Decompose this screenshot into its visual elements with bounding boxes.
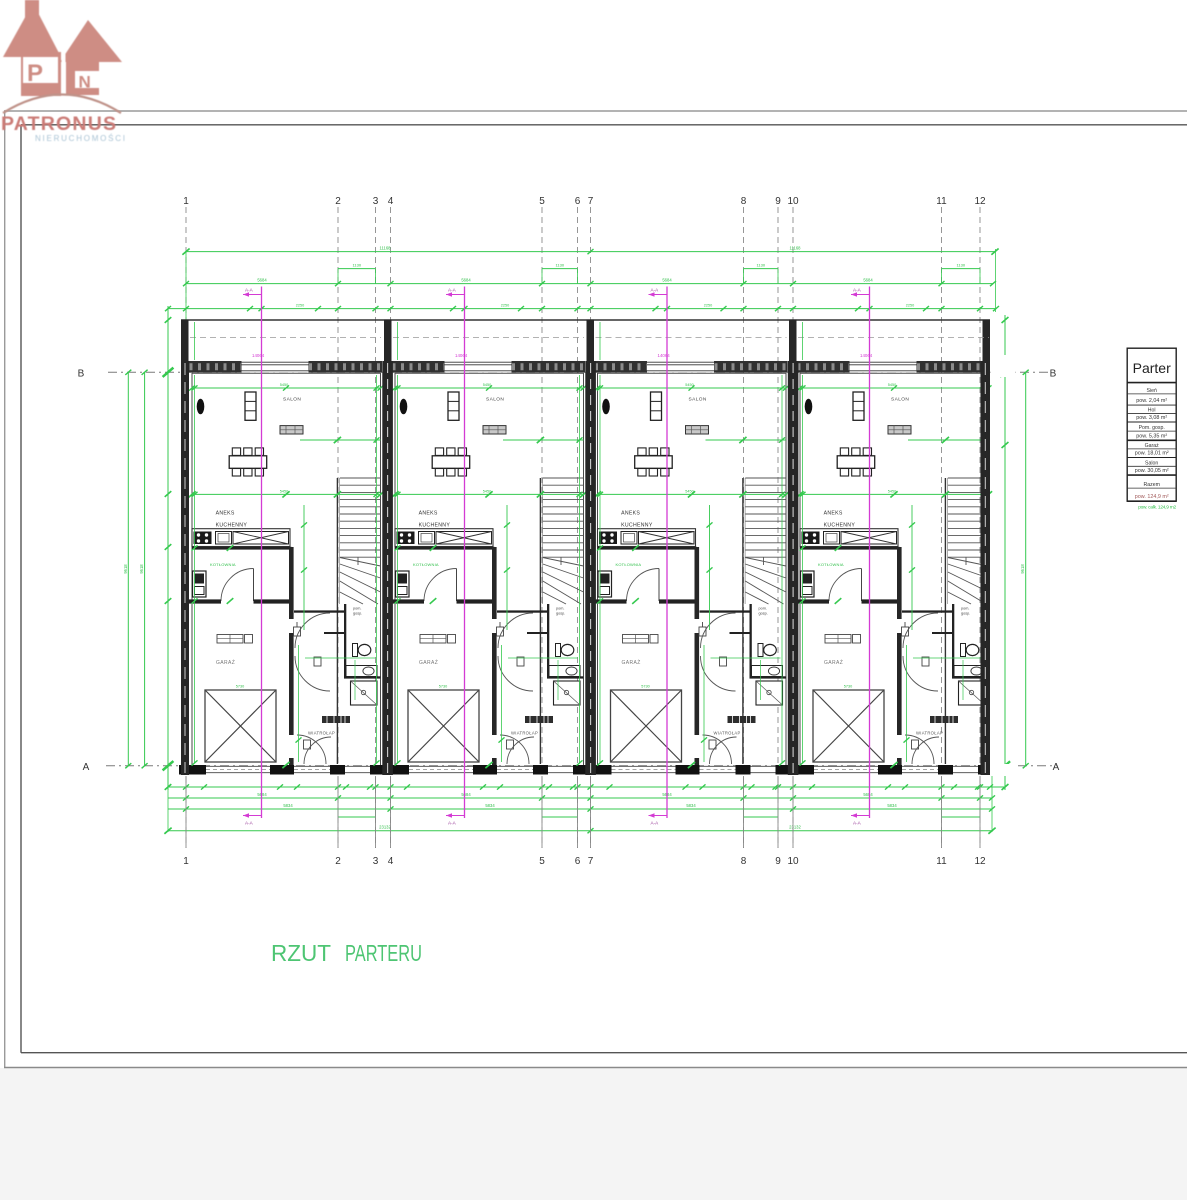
svg-text:5834: 5834 bbox=[887, 803, 897, 808]
svg-text:8: 8 bbox=[741, 856, 747, 867]
svg-text:pow. 5,35 m²: pow. 5,35 m² bbox=[1136, 433, 1167, 439]
svg-text:10: 10 bbox=[787, 856, 799, 867]
svg-text:5684: 5684 bbox=[863, 277, 873, 282]
svg-text:9618: 9618 bbox=[1020, 564, 1025, 574]
svg-text:pow. 18,01 m²: pow. 18,01 m² bbox=[1135, 451, 1169, 457]
svg-text:2250: 2250 bbox=[704, 303, 712, 307]
svg-text:10: 10 bbox=[787, 196, 799, 207]
svg-text:5684: 5684 bbox=[662, 277, 672, 282]
svg-text:Sień: Sień bbox=[1147, 388, 1157, 394]
svg-text:pow. 3,08 m²: pow. 3,08 m² bbox=[1136, 415, 1167, 421]
svg-text:Pom. gosp.: Pom. gosp. bbox=[1139, 425, 1165, 431]
svg-text:5: 5 bbox=[539, 196, 545, 207]
svg-text:1130: 1130 bbox=[956, 262, 965, 267]
svg-text:1130: 1130 bbox=[555, 262, 564, 267]
svg-text:NIERUCHOMOŚCI: NIERUCHOMOŚCI bbox=[35, 134, 125, 143]
svg-text:5: 5 bbox=[539, 856, 545, 867]
svg-text:2: 2 bbox=[335, 196, 341, 207]
svg-text:B: B bbox=[78, 369, 85, 380]
svg-text:Salon: Salon bbox=[1145, 460, 1158, 466]
svg-text:4: 4 bbox=[388, 196, 394, 207]
svg-text:2250: 2250 bbox=[906, 303, 914, 307]
svg-text:Hol: Hol bbox=[1148, 408, 1156, 414]
svg-text:pow. calk. 124,9 m2: pow. calk. 124,9 m2 bbox=[1138, 505, 1176, 511]
svg-text:1: 1 bbox=[183, 856, 189, 867]
svg-text:5684: 5684 bbox=[257, 792, 267, 797]
svg-text:12: 12 bbox=[974, 856, 986, 867]
svg-text:PATRONUS: PATRONUS bbox=[1, 113, 116, 135]
svg-text:3: 3 bbox=[373, 856, 379, 867]
svg-text:2: 2 bbox=[335, 856, 341, 867]
svg-text:9618: 9618 bbox=[139, 564, 144, 574]
svg-text:5834: 5834 bbox=[283, 803, 293, 808]
svg-text:N: N bbox=[79, 73, 91, 92]
svg-text:1: 1 bbox=[183, 196, 189, 207]
svg-text:pow. 2,04 m²: pow. 2,04 m² bbox=[1136, 398, 1167, 404]
svg-text:7: 7 bbox=[588, 196, 594, 207]
svg-text:5684: 5684 bbox=[257, 277, 267, 282]
svg-text:3: 3 bbox=[373, 196, 379, 207]
svg-text:9618: 9618 bbox=[123, 564, 128, 574]
svg-text:Garaż: Garaż bbox=[1145, 443, 1160, 449]
svg-text:11168: 11168 bbox=[789, 246, 801, 251]
svg-text:5834: 5834 bbox=[485, 803, 495, 808]
svg-text:2250: 2250 bbox=[501, 303, 509, 307]
svg-text:pow. 124,9 m²: pow. 124,9 m² bbox=[1135, 494, 1169, 500]
svg-text:5684: 5684 bbox=[461, 792, 471, 797]
svg-text:12: 12 bbox=[974, 196, 986, 207]
svg-text:6: 6 bbox=[575, 196, 581, 207]
svg-text:5684: 5684 bbox=[863, 792, 873, 797]
svg-text:11: 11 bbox=[936, 196, 947, 207]
svg-text:2250: 2250 bbox=[296, 303, 304, 307]
svg-text:23132: 23132 bbox=[789, 825, 801, 830]
svg-text:9: 9 bbox=[775, 196, 781, 207]
svg-text:5684: 5684 bbox=[461, 277, 471, 282]
svg-text:1130: 1130 bbox=[756, 262, 765, 267]
svg-text:B: B bbox=[1050, 369, 1057, 380]
svg-text:Parter: Parter bbox=[1133, 360, 1171, 376]
svg-text:7: 7 bbox=[588, 856, 594, 867]
svg-text:A: A bbox=[1053, 762, 1060, 773]
svg-text:pow. 30,05 m²: pow. 30,05 m² bbox=[1135, 468, 1169, 474]
svg-text:11168: 11168 bbox=[379, 246, 391, 251]
svg-text:9: 9 bbox=[775, 856, 781, 867]
svg-text:11: 11 bbox=[936, 856, 947, 867]
svg-text:4: 4 bbox=[388, 856, 394, 867]
svg-text:8: 8 bbox=[741, 196, 747, 207]
svg-text:1130: 1130 bbox=[352, 262, 361, 267]
svg-text:Razem: Razem bbox=[1143, 482, 1159, 488]
svg-text:RZUT: RZUT bbox=[271, 940, 331, 966]
svg-text:5834: 5834 bbox=[686, 803, 696, 808]
svg-text:6: 6 bbox=[575, 856, 581, 867]
svg-text:23132: 23132 bbox=[379, 825, 391, 830]
svg-text:P: P bbox=[27, 60, 43, 87]
svg-text:A: A bbox=[83, 762, 90, 773]
svg-text:PARTERU: PARTERU bbox=[345, 940, 422, 966]
